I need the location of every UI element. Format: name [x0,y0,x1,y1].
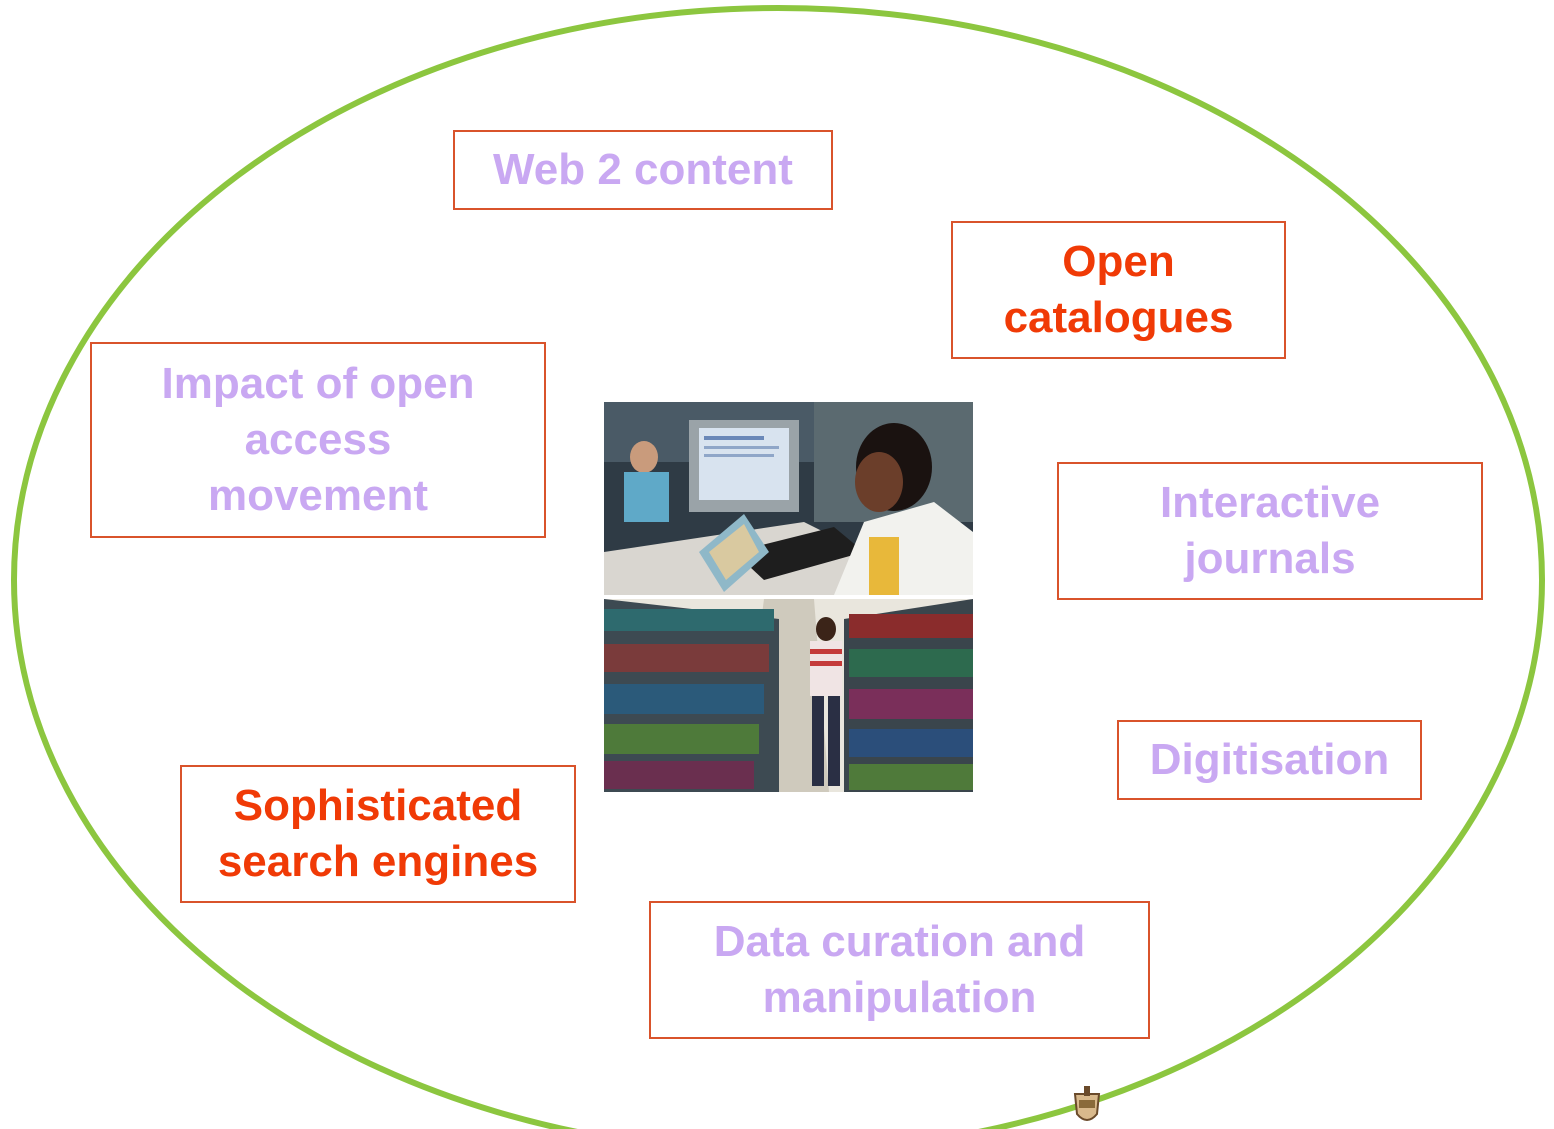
web2-content-box: Web 2 content [453,130,833,210]
data-curation-label: Data curation and manipulation [713,917,1086,1022]
open-catalogues-box: Open catalogues [951,221,1286,359]
student-computer-photo [604,402,973,595]
digitisation-box: Digitisation [1117,720,1422,800]
interactive-journals-label: Interactive journals [1159,478,1381,583]
impact-open-access-box: Impact of open access movement [90,342,546,538]
open-catalogues-label: Open catalogues [1003,237,1234,342]
search-engines-label: Sophisticated search engines [217,781,539,886]
data-curation-box: Data curation and manipulation [649,901,1150,1039]
digitisation-label: Digitisation [1149,735,1390,784]
library-stacks-photo [604,599,973,792]
interactive-journals-box: Interactive journals [1057,462,1483,600]
web2-content-label: Web 2 content [493,145,793,194]
impact-open-access-label: Impact of open access movement [161,359,475,520]
search-engines-box: Sophisticated search engines [180,765,576,903]
crest-logo [1067,1086,1107,1129]
